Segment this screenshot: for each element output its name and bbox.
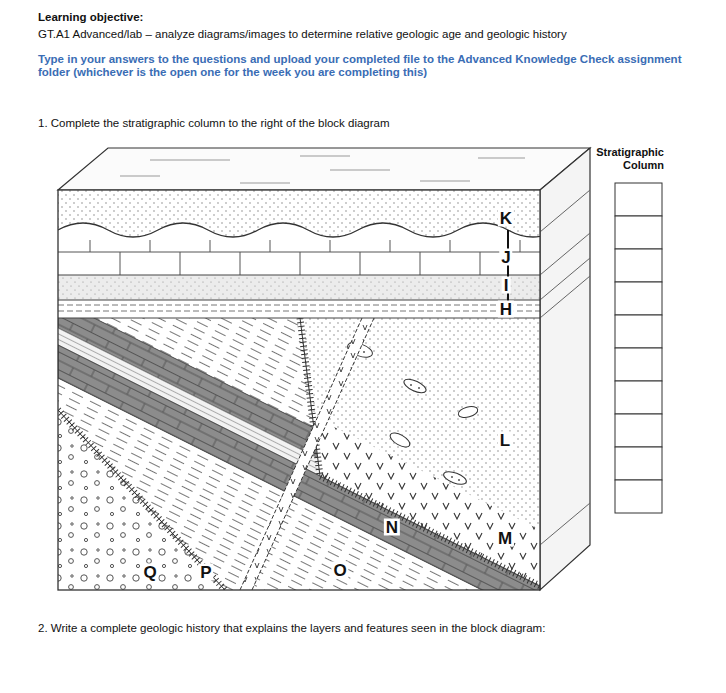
- layer-letter: I: [502, 277, 511, 294]
- layer-letter: J: [499, 249, 512, 266]
- objective-heading: Learning objective:: [38, 11, 143, 24]
- question-text: 2. Write a complete geologic history tha…: [38, 622, 698, 635]
- layer-letter: H: [498, 301, 514, 318]
- layer-letter: M: [496, 530, 514, 547]
- objective-text: GT.A1 Advanced/lab – analyze diagrams/im…: [38, 28, 698, 41]
- question-text: 1. Complete the stratigraphic column to …: [38, 117, 698, 130]
- horizontal-layers: [58, 190, 540, 318]
- layer-letter: Q: [141, 564, 158, 581]
- layer-letter: O: [331, 562, 348, 579]
- layer-letter: K: [498, 210, 514, 227]
- tilted-layers: [58, 318, 540, 590]
- stratigraphic-column: [615, 183, 662, 513]
- front-face: [58, 190, 540, 590]
- layer-letter: N: [384, 519, 400, 536]
- layer-letter: L: [498, 432, 512, 449]
- layer-letter: P: [198, 564, 213, 581]
- top-face: [58, 148, 590, 190]
- side-face: [540, 148, 590, 590]
- column-heading: Stratigraphic Column: [584, 146, 664, 172]
- instruction-note: Type in your answers to the questions an…: [38, 53, 688, 79]
